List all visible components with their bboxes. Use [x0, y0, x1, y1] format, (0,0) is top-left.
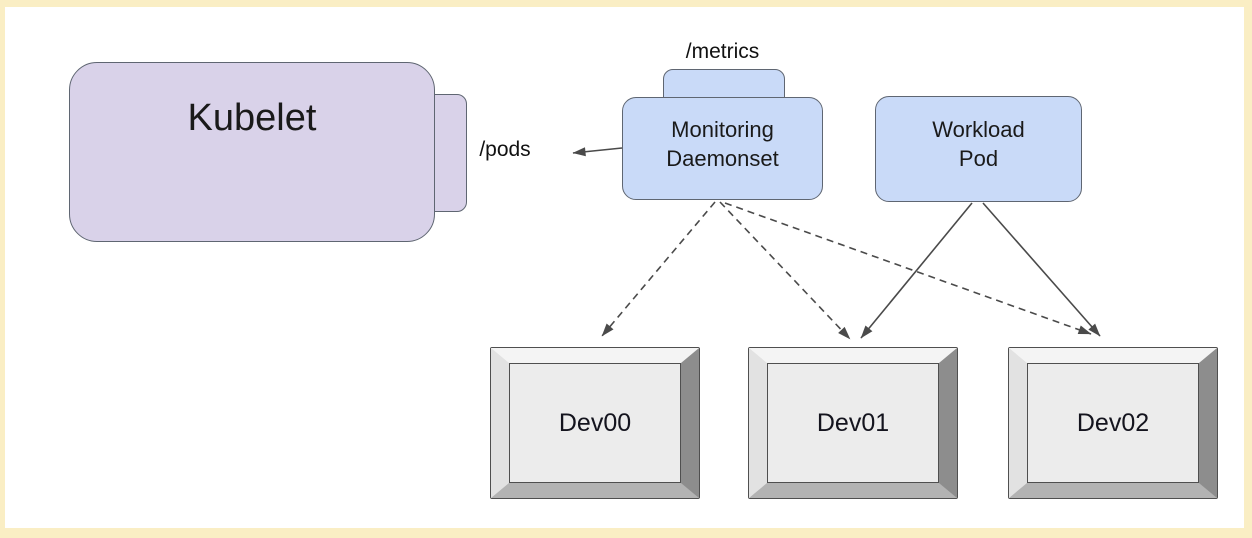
- workload-pod-label: Workload Pod: [932, 117, 1025, 171]
- device-node-dev01: Dev01: [748, 347, 958, 499]
- device-label-dev00: Dev00: [558, 408, 632, 437]
- device-bevel: Dev00: [491, 348, 699, 498]
- edge-workload-to-dev02: [982, 202, 1101, 337]
- device-bevel: Dev01: [749, 348, 957, 498]
- device-bevel: Dev02: [1009, 348, 1217, 498]
- device-node-dev00: Dev00: [490, 347, 700, 499]
- metrics-endpoint-label: /metrics: [685, 40, 760, 63]
- kubelet-label: Kubelet: [187, 97, 317, 139]
- diagram-canvas: Kubelet /pods /metrics Monitoring Daemon…: [5, 7, 1244, 528]
- device-face: Dev00: [509, 363, 681, 483]
- edge-workload-to-dev01: [860, 202, 973, 339]
- device-face: Dev02: [1027, 363, 1199, 483]
- device-label-dev01: Dev01: [816, 408, 890, 437]
- monitoring-daemonset-label: Monitoring Daemonset: [666, 116, 779, 171]
- device-node-dev02: Dev02: [1008, 347, 1218, 499]
- kubelet-node: Kubelet: [69, 62, 435, 242]
- device-face: Dev01: [767, 363, 939, 483]
- workload-pod-node: Workload Pod: [875, 96, 1082, 202]
- monitoring-daemonset-node: Monitoring Daemonset: [622, 97, 823, 200]
- pods-endpoint-label: /pods: [479, 138, 531, 161]
- edge-monitoring-to-kubelet-pods: [572, 147, 623, 157]
- edge-monitoring-to-dev00: [601, 201, 716, 337]
- edge-monitoring-to-dev02: [724, 202, 1092, 335]
- edge-monitoring-to-dev01: [719, 201, 851, 340]
- device-label-dev02: Dev02: [1076, 408, 1150, 437]
